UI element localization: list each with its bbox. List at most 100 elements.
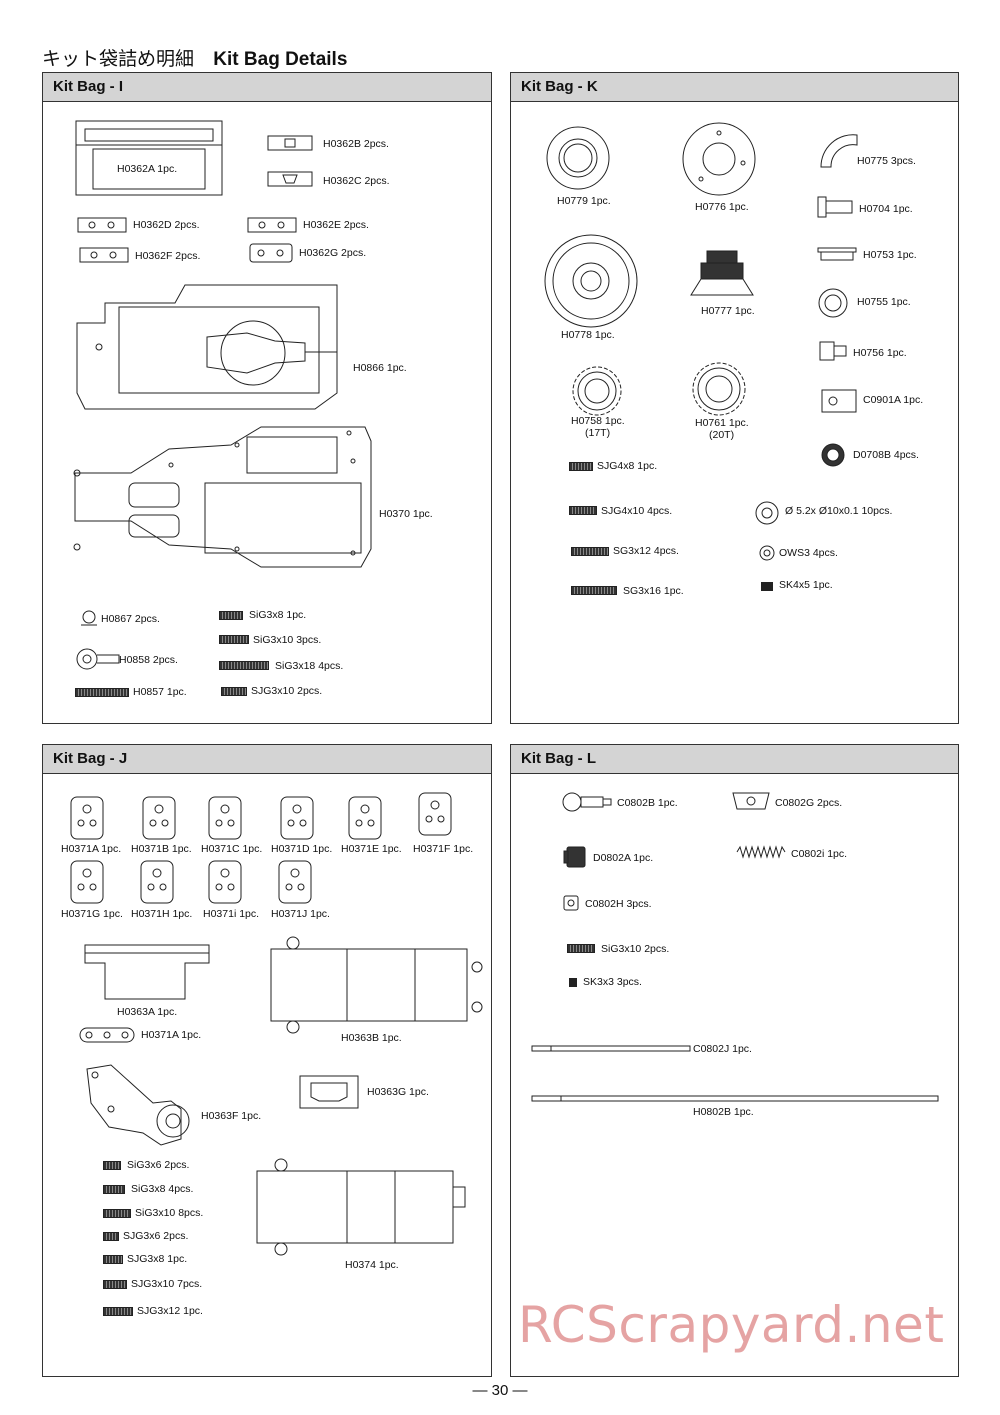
h0775-label: H0775 3pcs. xyxy=(857,155,916,167)
h0779-diagram xyxy=(546,126,610,190)
j-sjg3x6-label: SJG3x6 2pcs. xyxy=(123,1230,189,1242)
h0363a-label: H0363A 1pc. xyxy=(117,1006,178,1018)
sjg3x10-icon xyxy=(221,687,247,696)
c0901a-label: C0901A 1pc. xyxy=(863,394,924,406)
h0371g-diagram xyxy=(70,860,104,904)
h0802b-label: H0802B 1pc. xyxy=(693,1106,754,1118)
sig3x10-icon xyxy=(219,635,249,644)
h0362e-label: H0362E 2pcs. xyxy=(303,219,369,231)
j-sjg3x10-label: SJG3x10 7pcs. xyxy=(131,1278,203,1290)
j-sig3x6-label: SiG3x6 2pcs. xyxy=(127,1159,190,1171)
h0704-diagram xyxy=(817,196,853,218)
c0802i-diagram xyxy=(736,845,786,859)
d0802a-label: D0802A 1pc. xyxy=(593,852,654,864)
c0802j-diagram xyxy=(531,1045,691,1052)
sg3x16-label: SG3x16 1pc. xyxy=(623,585,684,597)
sg3x12-label: SG3x12 4pcs. xyxy=(613,545,679,557)
h0866-diagram xyxy=(76,284,338,410)
kit-bag-l-header: Kit Bag - L xyxy=(511,745,958,774)
kit-bag-j-panel: Kit Bag - J H0371A 1pc. H0371B 1pc. H037… xyxy=(42,744,492,1377)
h0753-diagram xyxy=(817,247,857,261)
h0362f-diagram xyxy=(79,247,129,263)
h0779-label: H0779 1pc. xyxy=(557,195,611,207)
d0802a-diagram xyxy=(563,846,586,868)
kit-bag-j-header: Kit Bag - J xyxy=(43,745,491,774)
h0362d-diagram xyxy=(77,217,127,233)
page-title: キット袋詰め明細 Kit Bag Details xyxy=(42,44,347,71)
l-sig3x10-label: SiG3x10 2pcs. xyxy=(601,943,670,955)
h0758-label: H0758 1pc. xyxy=(571,415,625,427)
j-sjg3x12-label: SJG3x12 1pc. xyxy=(137,1305,203,1317)
h0362g-diagram xyxy=(249,243,293,263)
sig3x18-label: SiG3x18 4pcs. xyxy=(275,660,344,672)
sk4x5-label: SK4x5 1pc. xyxy=(779,579,833,591)
sig3x8-label: SiG3x8 1pc. xyxy=(249,609,307,621)
c0802h-label: C0802H 3pcs. xyxy=(585,898,652,910)
h0371a-2-label: H0371A 1pc. xyxy=(141,1029,202,1041)
j-sjg3x8-icon xyxy=(103,1255,123,1264)
page-title-japanese: キット袋詰め明細 xyxy=(42,48,195,70)
h0370-diagram xyxy=(73,426,372,568)
h0857-diagram xyxy=(75,688,129,697)
j-sig3x8-label: SiG3x8 4pcs. xyxy=(131,1183,194,1195)
h0371b-diagram xyxy=(142,796,176,840)
j-sig3x10-icon xyxy=(103,1209,131,1218)
h0371b-label: H0371B 1pc. xyxy=(131,843,192,855)
h0370-label: H0370 1pc. xyxy=(379,508,433,520)
h0857-label: H0857 1pc. xyxy=(133,686,187,698)
sjg4x8-icon xyxy=(569,462,593,471)
h0777-diagram xyxy=(690,250,754,296)
l-sig3x10-icon xyxy=(567,944,595,953)
kit-bag-i-panel: Kit Bag - I H0362A 1pc. H0362B 2pcs. H03… xyxy=(42,72,492,724)
h0858-label: H0858 2pcs. xyxy=(119,654,178,666)
sig3x8-icon xyxy=(219,611,243,620)
h0363g-label: H0363G 1pc. xyxy=(367,1086,429,1098)
h0761-tooth-count: (20T) xyxy=(709,429,735,441)
h0371i-diagram xyxy=(208,860,242,904)
sk3x3-icon xyxy=(569,978,577,987)
h0362e-diagram xyxy=(247,217,297,233)
h0363a-diagram xyxy=(84,944,210,1000)
sjg4x8-label: SJG4x8 1pc. xyxy=(597,460,658,472)
c0802g-label: C0802G 2pcs. xyxy=(775,797,843,809)
h0374-diagram xyxy=(256,1158,466,1256)
j-sig3x6-icon xyxy=(103,1161,121,1170)
c0802g-diagram xyxy=(732,792,770,810)
h0362g-label: H0362G 2pcs. xyxy=(299,247,367,259)
c0802b-label: C0802B 1pc. xyxy=(617,797,678,809)
h0363b-label: H0363B 1pc. xyxy=(341,1032,402,1044)
h0362b-diagram xyxy=(267,135,313,151)
h0371i-label: H0371i 1pc. xyxy=(203,908,260,920)
page-number: — 30 — xyxy=(472,1382,528,1399)
sjg3x10-label: SJG3x10 2pcs. xyxy=(251,685,323,697)
h0362c-label: H0362C 2pcs. xyxy=(323,175,390,187)
h0362b-label: H0362B 2pcs. xyxy=(323,138,389,150)
h0778-diagram xyxy=(544,234,638,328)
h0371h-label: H0371H 1pc. xyxy=(131,908,193,920)
h0363g-diagram xyxy=(299,1075,359,1109)
j-sig3x8-icon xyxy=(103,1185,125,1194)
c0901a-diagram xyxy=(821,389,857,413)
h0777-label: H0777 1pc. xyxy=(701,305,755,317)
j-sjg3x8-label: SJG3x8 1pc. xyxy=(127,1253,188,1265)
h0371d-label: H0371D 1pc. xyxy=(271,843,333,855)
h0363f-label: H0363F 1pc. xyxy=(201,1110,262,1122)
h0756-label: H0756 1pc. xyxy=(853,347,907,359)
watermark-logo: RCScrapyard.net xyxy=(518,1296,945,1354)
c0802i-label: C0802i 1pc. xyxy=(791,848,848,860)
h0371j-diagram xyxy=(278,860,312,904)
c0802h-diagram xyxy=(563,895,579,911)
h0362c-diagram xyxy=(267,171,313,187)
h0371f-diagram xyxy=(418,792,452,836)
washer-label: Ø 5.2x Ø10x0.1 10pcs. xyxy=(785,505,893,517)
kit-bag-i-header: Kit Bag - I xyxy=(43,73,491,102)
h0756-diagram xyxy=(819,341,847,361)
h0371e-label: H0371E 1pc. xyxy=(341,843,402,855)
c0802j-label: C0802J 1pc. xyxy=(693,1043,752,1055)
h0371d-diagram xyxy=(280,796,314,840)
h0371g-label: H0371G 1pc. xyxy=(61,908,123,920)
sig3x18-icon xyxy=(219,661,269,670)
h0371a-label: H0371A 1pc. xyxy=(61,843,122,855)
h0371j-label: H0371J 1pc. xyxy=(271,908,330,920)
c0802b-diagram xyxy=(562,792,612,812)
